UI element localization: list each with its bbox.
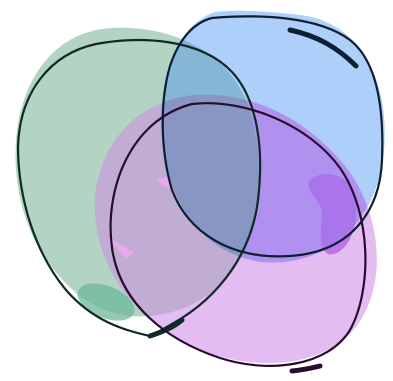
set-c-outline-accent (292, 366, 320, 371)
